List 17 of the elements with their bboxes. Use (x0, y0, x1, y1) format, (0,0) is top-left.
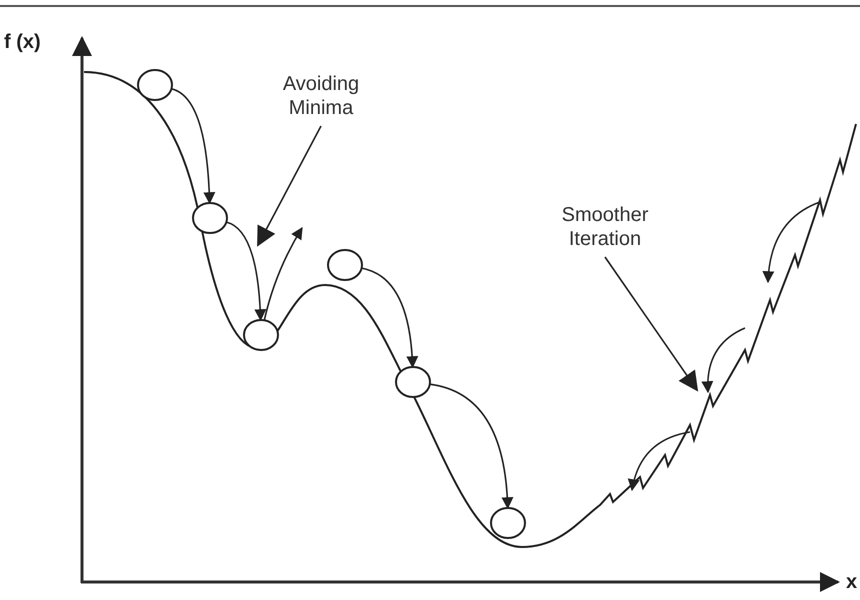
jump-arrow (226, 221, 266, 322)
jump-arrow (361, 267, 418, 368)
ball (243, 319, 279, 351)
ball (192, 202, 228, 234)
ball (490, 507, 526, 539)
axis-label: x (846, 570, 858, 594)
annotation-text: Smoother Iteration (560, 203, 650, 251)
leader-arrow (604, 256, 698, 392)
leader-arrow (257, 126, 322, 247)
annotation-text: Avoiding Minima (282, 72, 360, 120)
jump-arrow (264, 226, 303, 320)
ball (137, 69, 173, 101)
ball (395, 366, 431, 398)
jump-arrow (430, 383, 514, 510)
jump-arrow (171, 88, 216, 204)
axis-label: f (x) (4, 30, 41, 54)
ball (327, 249, 363, 281)
